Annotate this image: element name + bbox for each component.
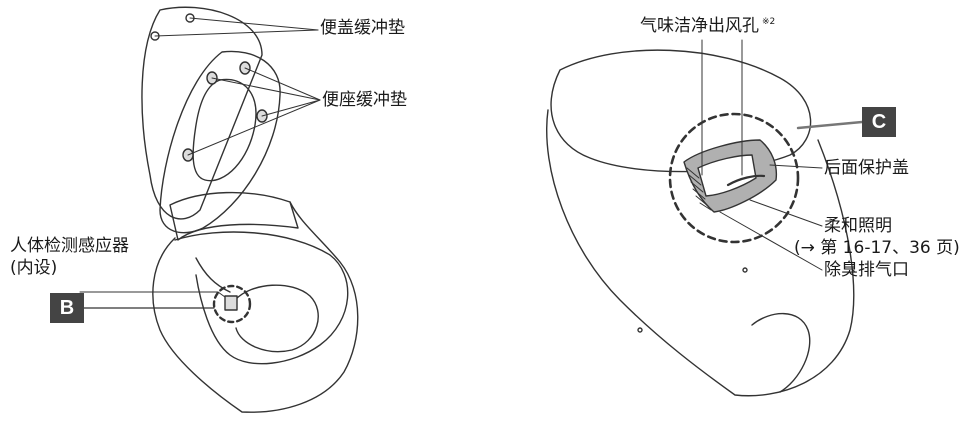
callout-b-tag: B <box>50 293 84 323</box>
callout-c-tag: C <box>862 107 896 137</box>
base-opening <box>751 312 811 393</box>
label-vent-note: ※2 <box>762 17 776 28</box>
left-toilet-illustration <box>141 6 359 413</box>
label-rear-cover: 后面保护盖 <box>824 158 909 178</box>
vent-highlight-circle <box>668 112 800 244</box>
label-vent: 气味洁净出风孔※2 <box>640 16 775 37</box>
toilet-seat <box>159 50 281 234</box>
toilet-lid <box>141 6 263 220</box>
label-soft-light-ref: (→ 第 16-17、36 页) <box>794 238 960 258</box>
label-seat-bumper: 便座缓冲垫 <box>322 90 407 110</box>
hinge-housing <box>169 191 299 241</box>
vent-slats <box>686 167 712 211</box>
right-leader-lines <box>701 39 864 271</box>
label-exhaust: 除臭排气口 <box>824 260 909 280</box>
toilet-bowl <box>152 201 359 413</box>
label-sensor-note: (内设) <box>10 258 58 278</box>
seat-opening <box>192 78 257 182</box>
toilet-body <box>546 109 855 397</box>
sensor-highlight-circle <box>212 284 252 324</box>
label-vent-text: 气味洁净出风孔 <box>640 16 759 36</box>
bowl-rim <box>174 231 349 365</box>
tank-top <box>550 49 812 173</box>
label-lid-bumper: 便盖缓冲垫 <box>320 18 405 38</box>
left-leader-lines <box>79 17 321 303</box>
label-sensor: 人体检测感应器 <box>10 236 129 256</box>
right-toilet-illustration <box>546 49 855 397</box>
label-soft-light: 柔和照明 <box>824 216 892 236</box>
